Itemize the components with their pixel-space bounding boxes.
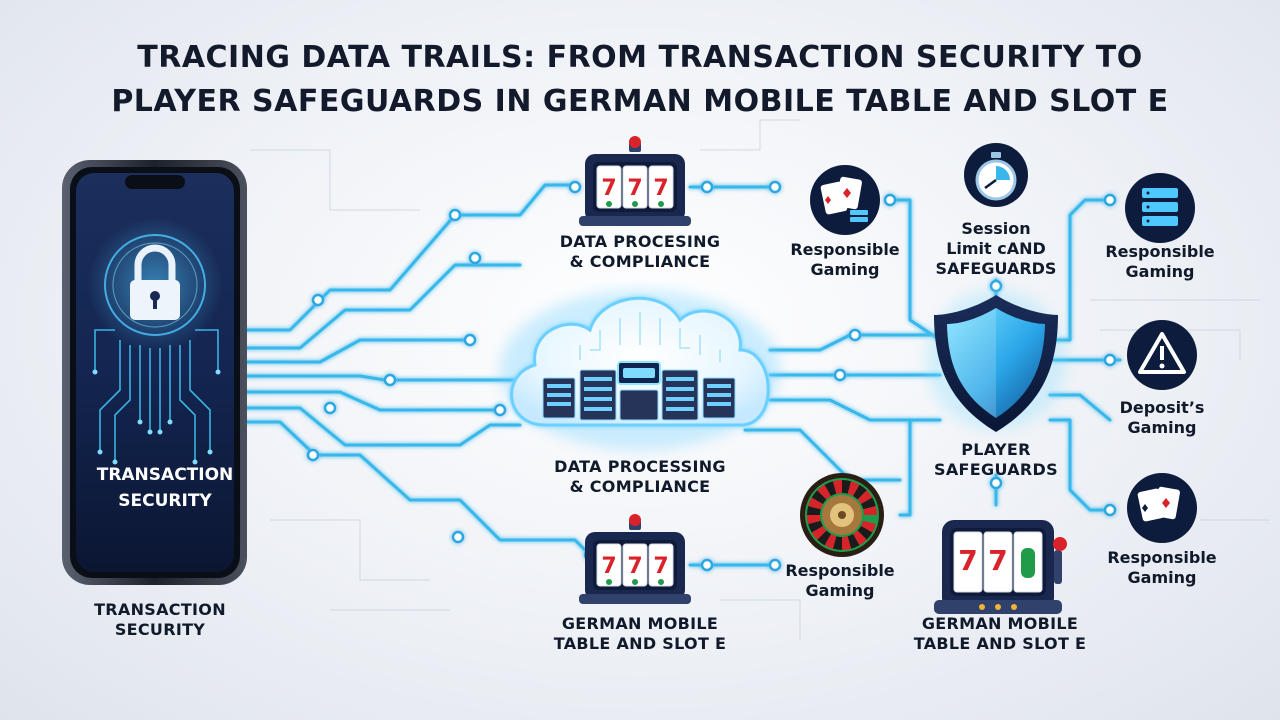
roulette-wheel-icon [800, 473, 884, 557]
label-line: GERMAN MOBILE [561, 614, 719, 633]
slot-reel-1: 7 [601, 176, 616, 201]
label-line: TRANSACTION [94, 600, 226, 619]
roulette-segment [847, 481, 860, 496]
label-line: Responsible [785, 561, 895, 580]
roulette-segment [853, 530, 867, 546]
label-line: Responsible [790, 240, 900, 259]
label-line: Gaming [810, 260, 880, 279]
roulette-segment [832, 480, 842, 494]
slot-reel-2: 7 [627, 176, 642, 201]
padlock-icon [130, 244, 180, 320]
smartphone-icon [62, 160, 247, 585]
label-responsible-gaming-cards: Responsible Gaming [775, 240, 915, 280]
label-line: TABLE AND SLOT E [553, 634, 727, 653]
roulette-segment [824, 534, 837, 549]
label-german-mobile-center: GERMAN MOBILE TABLE AND SLOT E [525, 614, 755, 654]
label-data-processing-center: DATA PROCESSING & COMPLIANCE [525, 457, 755, 497]
shield-icon [926, 290, 1066, 432]
label-responsible-gaming-right-top: Responsible Gaming [1090, 242, 1230, 282]
phone-screen-label: TRANSACTION SECURITY [80, 462, 250, 514]
roulette-segment [807, 505, 821, 515]
slot-reel-2: 7 [627, 554, 642, 579]
roulette-segment [857, 526, 873, 540]
label-session-limit: Session Limit cAND SAFEGUARDS [926, 219, 1066, 279]
page-title: TRACING DATA TRAILS: FROM TRANSACTION SE… [0, 36, 1280, 124]
label-responsible-gaming-roulette: Responsible Gaming [770, 561, 910, 601]
roulette-segment [857, 490, 873, 504]
label-line: Limit cAND [946, 239, 1046, 258]
label-line: DATA PROCESING [559, 232, 721, 251]
roulette-segment [863, 515, 877, 525]
slot-reel-1: 7 [601, 554, 616, 579]
label-line: Responsible [1107, 548, 1217, 567]
playing-cards-badge [810, 165, 880, 235]
label-line: Deposit’s [1119, 398, 1205, 417]
roulette-segment [811, 490, 827, 504]
roulette-segment [842, 480, 852, 494]
title-line-2: PLAYER SAFEGUARDS IN GERMAN MOBILE TABLE… [111, 84, 1169, 119]
roulette-segment [832, 536, 842, 550]
label-line: Session [961, 219, 1031, 238]
slot-reel-3: 7 [653, 554, 668, 579]
label-responsible-gaming-right-bottom: Responsible Gaming [1092, 548, 1232, 588]
label-data-processing-top: DATA PROCESING & COMPLIANCE [530, 232, 750, 272]
label-line: & COMPLIANCE [569, 252, 711, 271]
circuit-traces [233, 183, 1122, 567]
roulette-segment [842, 536, 852, 550]
label-player-safeguards: PLAYER SAFEGUARDS [906, 440, 1086, 480]
label-german-mobile-right: GERMAN MOBILE TABLE AND SLOT E [885, 614, 1115, 654]
label-line: GERMAN MOBILE [921, 614, 1079, 633]
label-line: Gaming [805, 581, 875, 600]
label-line: DATA PROCESSING [554, 457, 726, 476]
slot-reel-3: 7 [653, 176, 668, 201]
roulette-segment [817, 530, 831, 546]
title-line-1: TRACING DATA TRAILS: FROM TRANSACTION SE… [137, 40, 1143, 75]
label-line: PLAYER [961, 440, 1031, 459]
label-line: Gaming [1125, 262, 1195, 281]
phone-label-line-2: SECURITY [118, 491, 212, 511]
label-line: SAFEGUARDS [935, 259, 1057, 278]
label-line: Gaming [1127, 568, 1197, 587]
slot-machine-center: 7 7 7 [579, 514, 691, 604]
label-line: SECURITY [114, 620, 206, 639]
label-transaction-security: TRANSACTION SECURITY [65, 600, 255, 640]
roulette-segment [861, 497, 876, 510]
label-deposit-gaming: Deposit’s Gaming [1092, 398, 1232, 438]
label-line: Responsible [1105, 242, 1215, 261]
roulette-segment [807, 515, 821, 525]
roulette-segment [863, 505, 877, 515]
slot-machine-right: 7 7 [934, 520, 1067, 614]
phone-circuit-rays [94, 329, 219, 460]
roulette-segment [861, 520, 876, 533]
server-badge [1125, 173, 1195, 243]
stopwatch-badge [964, 143, 1028, 207]
phone-label-line-1: TRANSACTION [96, 465, 234, 485]
roulette-segment [847, 534, 860, 549]
roulette-segment [817, 484, 831, 500]
label-line: TABLE AND SLOT E [913, 634, 1087, 653]
roulette-segment [811, 526, 827, 540]
slot-reel-2: 7 [988, 544, 1007, 577]
roulette-segment [853, 484, 867, 500]
cards-bottom-badge [1127, 473, 1197, 543]
roulette-segment [808, 497, 823, 510]
warning-badge [1127, 320, 1197, 390]
cloud-server-icon [500, 290, 780, 450]
slot-reel-1: 7 [958, 544, 977, 577]
label-line: & COMPLIANCE [569, 477, 711, 496]
slot-machine-top: 7 7 7 [579, 136, 691, 226]
label-line: SAFEGUARDS [934, 460, 1058, 479]
roulette-segment [808, 520, 823, 533]
label-line: Gaming [1127, 418, 1197, 437]
roulette-segment [824, 481, 837, 496]
